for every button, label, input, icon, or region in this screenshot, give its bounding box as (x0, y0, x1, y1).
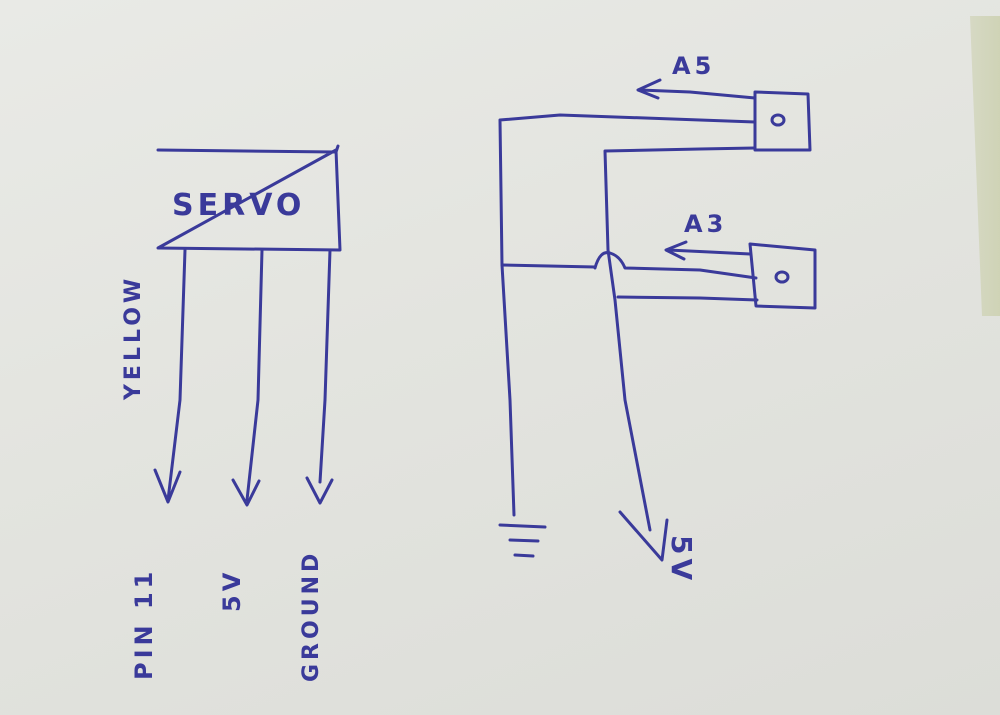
rail-5v-label: 5V (665, 535, 698, 584)
arrow-down-icon (231, 478, 261, 507)
knob-icon (774, 270, 790, 284)
sensor-a3-box (748, 242, 817, 310)
arrow-down-icon (618, 510, 669, 562)
servo-5v-label: 5V (218, 569, 246, 612)
servo-block: SERVO (156, 144, 342, 252)
a5-label: A5 (672, 52, 715, 80)
pin11-label: PIN 11 (130, 568, 158, 680)
a3-label: A3 (684, 210, 727, 238)
ground-rail (498, 113, 758, 558)
servo-label: SERVO (172, 188, 305, 223)
arrow-down-icon (153, 468, 182, 504)
arrow-down-icon (305, 476, 334, 505)
sensor-a5-box (753, 90, 812, 152)
servo-lead-ground (305, 248, 334, 505)
servo-lead-signal (153, 248, 187, 504)
ground-symbol-icon (498, 523, 547, 558)
yellow-wire-label: YELLOW (121, 275, 146, 401)
arrow-left-icon (636, 78, 662, 100)
servo-lead-power (231, 248, 264, 507)
power-rail: 5V (603, 146, 759, 584)
ground-label: GROUND (299, 550, 324, 682)
sensor-a5: A5 (636, 52, 812, 152)
servo-box (156, 144, 342, 252)
arrow-left-icon (664, 240, 688, 261)
sensor-a3: A3 (664, 210, 817, 310)
knob-icon (770, 113, 786, 127)
